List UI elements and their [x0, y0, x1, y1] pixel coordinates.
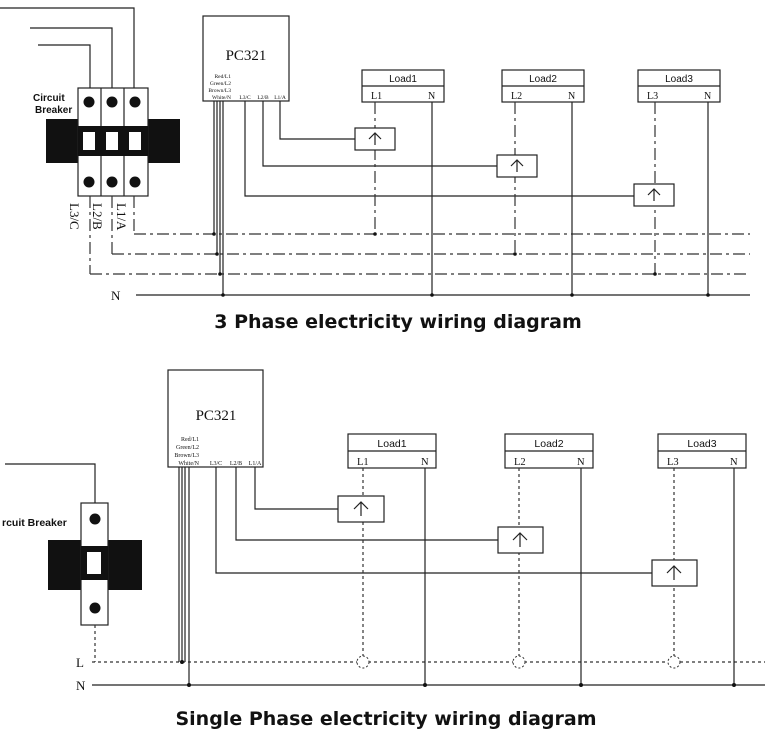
phase-label-l2: L2/B	[90, 203, 105, 230]
load-3: Load3 L3 N	[637, 69, 721, 103]
supply-line-1	[0, 7, 135, 88]
breaker-terminal-screw	[129, 176, 141, 188]
single-phase-caption: Single Phase electricity wiring diagram	[175, 708, 596, 730]
load-name: Load2	[529, 74, 557, 85]
load-name: Load2	[534, 438, 563, 450]
terminal-label: L2/B	[230, 461, 242, 467]
three-phase-caption: 3 Phase electricity wiring diagram	[214, 311, 582, 333]
breaker-terminal-screw	[129, 96, 141, 108]
load-2: Load2 L2 N	[501, 69, 585, 103]
load-line-terminal: L1	[371, 91, 382, 102]
breaker-label-line2: Breaker	[35, 105, 72, 116]
breaker-label-line1: Circuit	[33, 93, 65, 104]
breaker-terminal-screw	[106, 176, 118, 188]
load-name: Load3	[665, 74, 693, 85]
terminal-label: L1/A	[274, 95, 286, 101]
load-name: Load1	[389, 74, 417, 85]
three-pole-circuit-breaker	[46, 87, 180, 197]
load-neutral-terminal: N	[577, 457, 585, 468]
neutral-label: N	[76, 678, 86, 693]
wire-label: Brown/L3	[174, 453, 199, 459]
terminal-label: L1/A	[249, 461, 262, 467]
current-transformer-2	[496, 154, 538, 178]
wire-label: Brown/L3	[208, 88, 231, 94]
breaker-terminal-screw	[106, 96, 118, 108]
ct-lead-l1	[279, 101, 355, 140]
wire-label: Red/L1	[181, 437, 199, 443]
terminal-label: L2/B	[257, 95, 269, 101]
load-1: Load1 L1 N	[347, 433, 437, 469]
load-neutral-terminal: N	[568, 91, 575, 102]
wire-label: White/N	[178, 461, 199, 467]
breaker-terminal-screw	[89, 513, 101, 525]
pc321-meter: PC321 Red/L1 Green/L2 Brown/L3 White/N L…	[167, 369, 264, 468]
breaker-label: rcuit Breaker	[2, 517, 67, 529]
junction	[512, 655, 526, 669]
line-label: L	[76, 655, 84, 670]
single-pole-circuit-breaker	[48, 502, 142, 626]
phase-label-l1: L1/A	[114, 203, 129, 231]
load-neutral-terminal: N	[704, 91, 711, 102]
ct-lead-l3	[215, 467, 652, 574]
load-name: Load3	[687, 438, 716, 450]
wire-label: Green/L2	[176, 445, 199, 451]
load-3: Load3 L3 N	[657, 433, 747, 469]
wire-label: Red/L1	[215, 74, 232, 80]
breaker-terminal-screw	[83, 96, 95, 108]
terminal-label: L3/C	[210, 461, 222, 467]
ct-lead-l1	[254, 467, 338, 510]
supply-line-3	[38, 44, 91, 88]
load-neutral-terminal: N	[428, 91, 435, 102]
single-phase-diagram: rcuit Breaker L N PC321 Red/L1 Green/L2 …	[2, 369, 765, 730]
breaker-terminal-screw	[89, 602, 101, 614]
current-transformer-1	[354, 127, 396, 151]
current-transformer-3	[633, 183, 675, 207]
phase-label-l3: L3/C	[67, 203, 82, 230]
load-line-terminal: L3	[667, 457, 679, 468]
junction	[667, 655, 681, 669]
three-phase-diagram: Circuit Breaker L3/C L2/B L1/A N PC321 R…	[0, 7, 750, 333]
load-line-terminal: L1	[357, 457, 369, 468]
load-name: Load1	[377, 438, 406, 450]
neutral-label: N	[111, 288, 121, 303]
breaker-terminal-screw	[83, 176, 95, 188]
load-line-terminal: L2	[514, 457, 526, 468]
load-line-terminal: L2	[511, 91, 522, 102]
load-2: Load2 L2 N	[504, 433, 594, 469]
wire-label: White/N	[212, 95, 231, 101]
load-neutral-terminal: N	[421, 457, 429, 468]
ct-lead-l2	[235, 467, 498, 541]
load-neutral-terminal: N	[730, 457, 738, 468]
current-transformer-2	[497, 526, 544, 554]
current-transformer-3	[651, 559, 698, 587]
ct-lead-l3	[244, 101, 634, 197]
pc321-meter: PC321 Red/L1 Green/L2 Brown/L3 White/N L…	[202, 15, 290, 102]
ct-lead-l2	[262, 101, 497, 167]
junction	[356, 655, 370, 669]
wire-label: Green/L2	[210, 81, 231, 87]
supply-line	[5, 463, 96, 503]
meter-name: PC321	[196, 408, 237, 424]
meter-name: PC321	[226, 48, 267, 64]
terminal-label: L3/C	[239, 95, 251, 101]
current-transformer-1	[337, 495, 385, 523]
load-1: Load1 L1 N	[361, 69, 445, 103]
supply-line-2	[30, 27, 113, 88]
load-line-terminal: L3	[647, 91, 658, 102]
